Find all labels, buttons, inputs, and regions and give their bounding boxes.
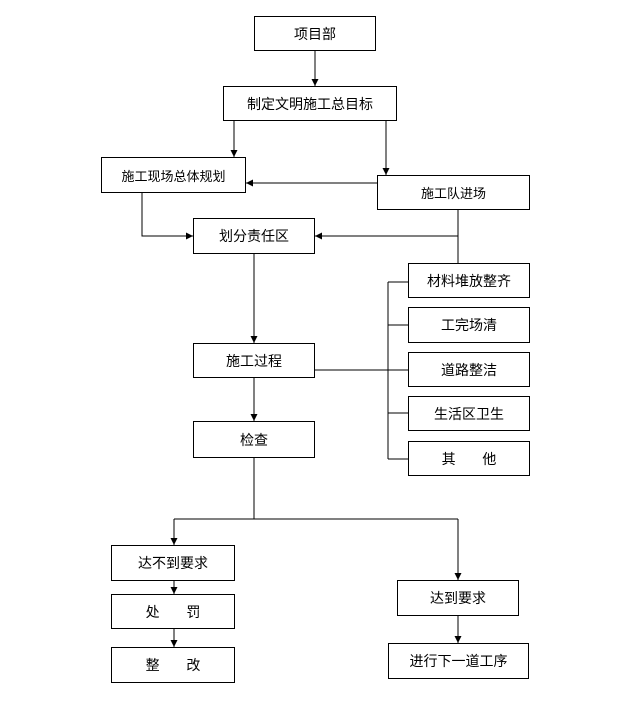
node-materials: 材料堆放整齐 — [408, 263, 530, 298]
arrow-site-plan-to-zones — [141, 193, 193, 240]
node-rectify: 整 改 — [111, 647, 235, 683]
node-roads: 道路整洁 — [408, 352, 530, 387]
node-goal: 制定文明施工总目标 — [223, 86, 397, 121]
node-site-plan: 施工现场总体规划 — [101, 157, 246, 193]
node-team-entry: 施工队进场 — [377, 175, 530, 210]
node-inspection: 检查 — [193, 421, 315, 458]
node-living-hygiene: 生活区卫生 — [408, 396, 530, 431]
node-next-step: 进行下一道工序 — [388, 643, 529, 679]
node-site-clear: 工完场清 — [408, 307, 530, 343]
arrow-team-entry-to-zones — [315, 210, 459, 240]
node-other: 其 他 — [408, 441, 530, 476]
node-project-dept: 项目部 — [254, 16, 376, 51]
node-process: 施工过程 — [193, 343, 315, 378]
node-zones: 划分责任区 — [193, 218, 315, 254]
node-penalty: 处 罚 — [111, 594, 235, 629]
node-met: 达到要求 — [397, 580, 519, 616]
node-not-met: 达不到要求 — [111, 545, 235, 581]
